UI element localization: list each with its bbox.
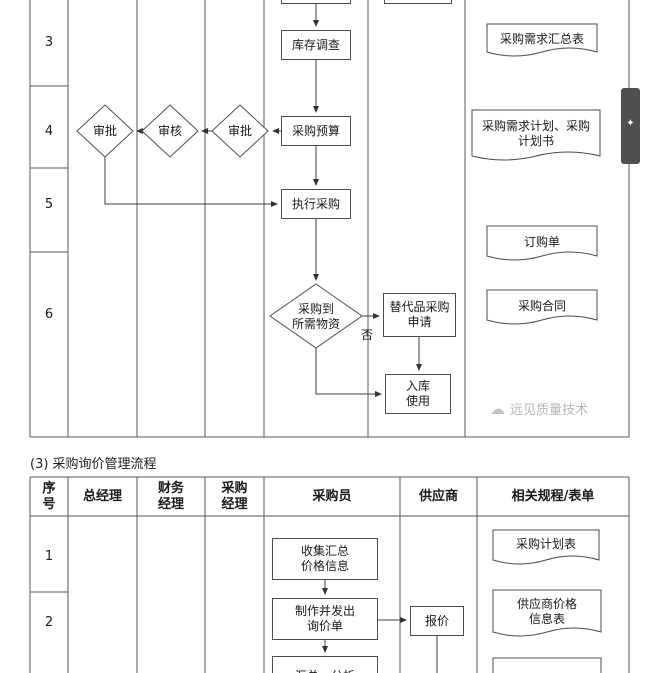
decision-label: 采购到 所需物资 [291, 302, 340, 331]
analyze-box-partial: 汇总、分析 [272, 656, 378, 673]
header-finance-manager: 财务 经理 [157, 481, 184, 512]
watermark: ☁ 远见质量技术 [490, 399, 589, 419]
doc-summary-shape [486, 23, 598, 57]
approve-gm-diamond [76, 104, 134, 158]
connectors [104, 4, 438, 673]
row-number-6: 6 [44, 306, 54, 322]
substitute-request-box: 替代品采购 申请 [383, 293, 456, 337]
doc-plan-label: 采购需求计划、采购 计划书 [481, 119, 590, 148]
row-number-2: 2 [44, 614, 54, 630]
doc-purchase-plan-shape [492, 529, 600, 565]
warehouse-use-box: 入库 使用 [385, 374, 451, 414]
side-tab-star-icon: ✦ [626, 118, 635, 129]
doc-partial-bottom-shape [492, 657, 602, 673]
row-number-4: 4 [44, 123, 54, 139]
review-finance-label: 审核 [157, 123, 182, 138]
make-inquiry-box: 制作并发出 询价单 [272, 598, 378, 640]
decision-diamond [269, 283, 363, 349]
execute-purchase-label: 执行采购 [291, 196, 340, 211]
cut-top-box-center [281, 0, 351, 4]
inventory-survey-box: 库存调查 [281, 30, 351, 60]
section-title: (3) 采购询价管理流程 [30, 457, 157, 472]
header-seq-no: 序 号 [42, 481, 56, 512]
review-finance-diamond [141, 104, 199, 158]
header-supplier: 供应商 [418, 489, 458, 504]
doc-supplier-price-label: 供应商价格 信息表 [516, 597, 577, 626]
approve-pm-label: 审批 [227, 123, 252, 138]
doc-contract-label: 采购合同 [517, 298, 566, 313]
quote-box: 报价 [410, 606, 464, 636]
top-table-grid [29, 0, 630, 438]
make-inquiry-label: 制作并发出 询价单 [294, 604, 355, 633]
doc-summary-label: 采购需求汇总表 [499, 31, 584, 46]
purchase-budget-label: 采购预算 [291, 123, 340, 138]
analyze-label: 汇总、分析 [295, 669, 355, 673]
purchase-budget-box: 采购预算 [281, 116, 351, 146]
decision-no-label: 否 [360, 327, 373, 342]
header-general-manager: 总经理 [82, 489, 122, 504]
side-floating-tab[interactable]: ✦ [621, 88, 640, 164]
header-related-docs: 相关规程/表单 [511, 489, 595, 504]
cut-top-box-right [384, 0, 452, 4]
inventory-survey-label: 库存调查 [291, 37, 340, 52]
bottom-table-grid [29, 476, 630, 673]
approve-gm-label: 审批 [92, 123, 117, 138]
execute-purchase-box: 执行采购 [281, 189, 351, 219]
doc-supplier-price-shape [492, 589, 602, 637]
substitute-request-label: 替代品采购 申请 [389, 300, 450, 329]
collect-price-info-box: 收集汇总 价格信息 [272, 538, 378, 580]
header-purchase-manager: 采购 经理 [221, 481, 248, 512]
header-buyer: 采购员 [312, 489, 352, 504]
quote-label: 报价 [424, 613, 449, 628]
doc-contract-shape [486, 289, 598, 325]
warehouse-use-label: 入库 使用 [405, 379, 430, 408]
watermark-text: 远见质量技术 [510, 403, 589, 418]
approve-pm-diamond [211, 104, 269, 158]
row-number-5: 5 [44, 196, 54, 212]
row-number-1: 1 [44, 548, 54, 564]
collect-price-info-label: 收集汇总 价格信息 [300, 544, 349, 573]
row-number-3: 3 [44, 34, 54, 50]
doc-purchase-plan-label: 采购计划表 [515, 536, 576, 551]
doc-plan-shape [471, 109, 601, 161]
watermark-logo-icon: ☁ [490, 399, 505, 418]
doc-order-label: 订购单 [523, 234, 560, 249]
doc-order-shape [486, 225, 598, 261]
